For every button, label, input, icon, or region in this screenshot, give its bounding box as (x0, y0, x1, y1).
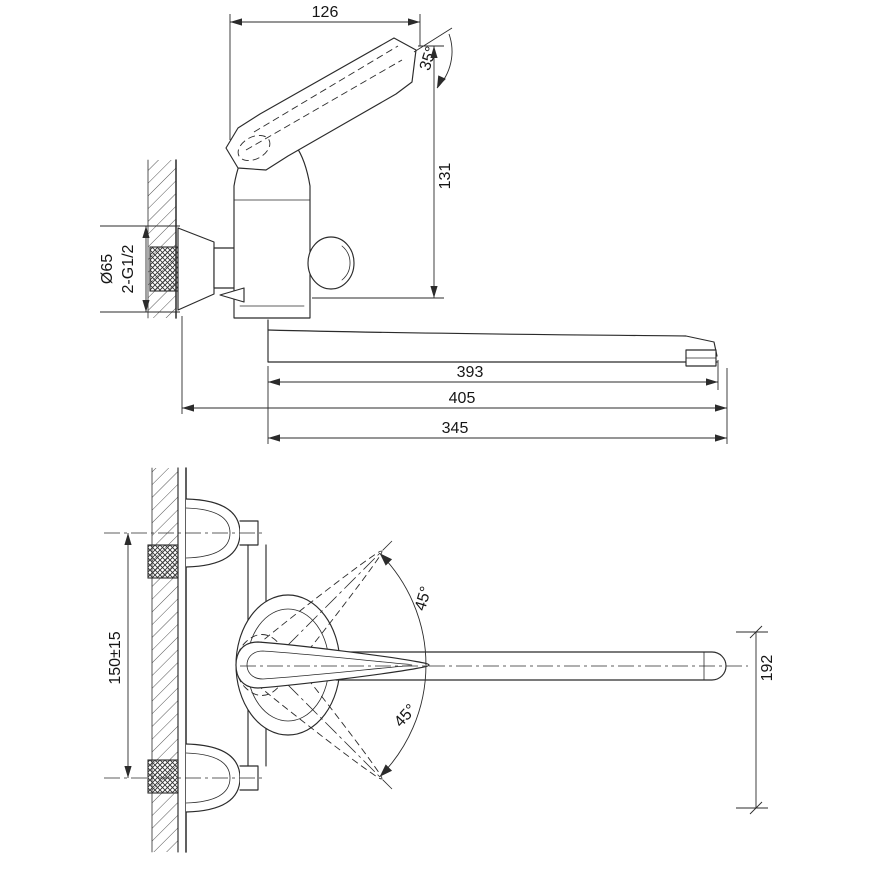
lever-handle-side (225, 37, 417, 171)
dim-label-192: 192 (759, 655, 776, 682)
dim-label-45-down: 45° (391, 701, 420, 730)
side-view: 126 35° 131 Ø65 2-G1/2 (99, 4, 728, 444)
drain-tab-side (219, 287, 245, 303)
dim-label-131: 131 (437, 163, 454, 190)
plan-view: 45° 45° 150±15 192 (104, 467, 776, 853)
dim-label-thread: 2-G1/2 (120, 244, 137, 293)
dimension-overall-length: 405 (181, 316, 728, 414)
wall-section-side (147, 159, 177, 319)
dim-label-126: 126 (312, 4, 339, 21)
dim-label-45-up: 45° (412, 585, 435, 613)
dim-label-393: 393 (457, 364, 484, 381)
dimension-spout-reach: 345 (267, 390, 728, 444)
dim-label-405: 405 (449, 390, 476, 407)
mount-nut-top (147, 544, 179, 579)
dimension-flange-diameter: Ø65 2-G1/2 (99, 225, 180, 313)
mount-nut-bottom (147, 759, 179, 794)
dim-label-345: 345 (442, 420, 469, 437)
dimension-spout-length: 393 (267, 360, 719, 390)
escutcheon-flange-side (177, 227, 239, 311)
spout-side (267, 319, 718, 367)
dimension-handle-width: 126 (229, 4, 421, 140)
wall-section-plan (151, 467, 187, 853)
dim-label-150: 150±15 (107, 631, 124, 684)
dimension-height-131: 131 (312, 45, 454, 299)
dim-label-diameter: Ø65 (99, 254, 116, 284)
dimension-depth-192: 192 (736, 625, 776, 815)
dim-label-35deg: 35° (417, 44, 441, 72)
wall-connector-nut (149, 246, 183, 292)
diverter-knob-side (307, 236, 355, 290)
dimension-mount-distance: 150±15 (104, 532, 262, 779)
